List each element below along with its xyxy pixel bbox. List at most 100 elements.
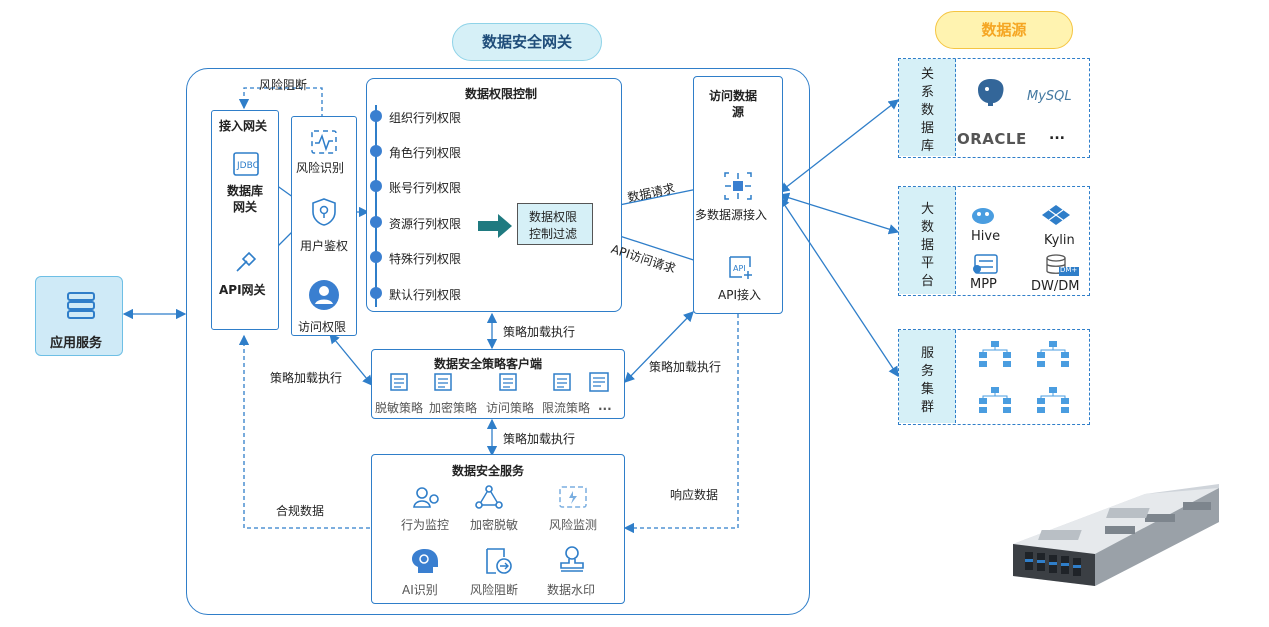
policy-exec-label-3: 策略加载执行 [649,360,722,374]
bigdata-label: 台 [921,274,935,289]
user-icon [309,280,339,310]
cluster-node-icon [979,387,1011,413]
api-icon: API [729,256,752,279]
service-item-label: 风险阻断 [470,583,519,597]
user-auth-label: 用户鉴权 [300,239,349,253]
perm-timeline [375,105,377,307]
relational-db-label: 数 [921,103,935,118]
postgresql-icon [978,79,1004,106]
api-gateway-label: API网关 [219,283,266,297]
relational-db-label: 据 [921,121,935,136]
perm-item [370,145,382,157]
service-item-label: AI识别 [402,583,438,597]
jdbc-icon: JDBC [233,152,259,176]
bigdata-label: 据 [921,238,935,253]
bigdata-box: 大 数 据 平 台 Hive Kylin MPP DM+ DW/DM [898,186,1090,296]
app-service-label: 应用服务 [50,336,103,351]
api-access-label: API接入 [718,288,761,302]
cluster-node-icon [1037,341,1069,367]
shield-icon [312,198,336,226]
risk-ident-label: 风险识别 [296,161,345,175]
doc-icon [553,373,571,391]
cluster-label: 群 [921,400,935,415]
relational-more: ... [1049,127,1065,143]
perm-item [370,180,382,192]
encrypt-mask-icon [475,485,503,509]
cluster-node-icon [1037,387,1069,413]
relational-db-label: 关 [921,67,935,82]
compliance-label: 合规数据 [276,504,325,518]
mysql-logo: MySQL [1027,89,1072,104]
auth-column-box: 风险识别 用户鉴权 访问权限 [291,116,357,336]
doc-icon [499,373,517,391]
security-service-box: 数据安全服务 行为监控 加密脱敏 风险监测 AI识别 风险阻断 数据水印 [371,454,625,604]
risk-monitor-icon [559,486,587,508]
access-perm-label: 访问权限 [298,320,347,334]
dm-badge: DM+ [1059,266,1079,276]
dwdm-label: DW/DM [1031,279,1080,294]
dm-badge-label: DM+ [1060,266,1078,274]
access-source-box: 访问数据 源 多数据源接入 API API接入 [693,76,783,314]
gateway-container [186,68,810,615]
risk-ident-icon [311,130,337,154]
perm-filter-line1: 数据权限 [529,210,578,224]
perm-item-label: 默认行列权限 [389,288,462,302]
policy-exec-label-1: 策略加载执行 [503,325,576,339]
service-item-label: 风险监测 [549,518,598,532]
policy-exec-label-2: 策略加载执行 [270,371,343,385]
access-gateway-box: 接入网关 JDBC 数据库 网关 API网关 [211,110,279,330]
perm-item-label: 特殊行列权限 [389,252,462,266]
relational-db-label: 系 [921,85,935,100]
cluster-box: 服 务 集 群 [898,329,1090,425]
access-gateway-title: 接入网关 [219,119,268,133]
behavior-monitor-icon [413,487,439,508]
oracle-logo: ORACLE [957,130,1027,148]
ai-recognition-icon [412,549,438,573]
service-item-label: 加密脱敏 [470,518,519,532]
hive-icon [972,208,994,224]
policy-client-box: 数据安全策略客户端 脱敏策略 加密策略 访问策略 限流策略 ... [371,349,625,419]
kylin-label: Kylin [1044,233,1075,248]
perm-filter-box: 数据权限 控制过滤 [517,203,593,245]
bigdata-label-bg [899,187,956,294]
hive-label: Hive [971,229,1001,244]
svg-text:API: API [733,264,746,273]
relational-db-label-bg [899,59,956,156]
response-label: 响应数据 [670,488,719,502]
policy-exec-label-4: 策略加载执行 [503,432,576,446]
kylin-icon [1042,205,1070,225]
gateway-title: 数据安全网关 [452,23,602,61]
perm-filter-line2: 控制过滤 [529,227,578,241]
app-service-box: 应用服务 [35,276,123,356]
perm-control-title: 数据权限控制 [465,87,538,101]
policy-item-label: 限流策略 [542,401,591,415]
policy-item-label: 访问策略 [486,401,535,415]
bigdata-label: 平 [921,256,935,271]
server-hardware-image [1013,484,1219,586]
mpp-icon [973,254,998,274]
perm-item-label: 角色行列权限 [389,146,462,160]
cluster-label: 集 [921,382,935,397]
multi-source-label: 多数据源接入 [695,208,768,222]
policy-item-label: 加密策略 [429,401,478,415]
perm-item [370,287,382,299]
risk-block-icon [486,548,512,574]
service-item-label: 行为监控 [401,518,450,532]
relational-db-box: 关 系 数 据 库 MySQL ORACLE ... [898,58,1090,158]
db-gateway-label: 数据库 网关 [227,184,264,214]
doc-icon [434,373,452,391]
cluster-label: 务 [921,364,935,379]
cluster-label: 服 [921,346,935,361]
bigdata-label: 数 [921,220,935,235]
perm-item-label: 账号行列权限 [389,181,462,195]
plug-icon [236,251,257,272]
risk-block-top-label: 风险阻断 [259,78,308,92]
watermark-icon [560,546,584,572]
perm-item-label: 资源行列权限 [389,217,462,231]
perm-item [370,251,382,263]
policy-item-label: 脱敏策略 [375,401,424,415]
relational-db-label: 库 [921,139,935,154]
doc-icon [390,373,408,391]
perm-item [370,216,382,228]
perm-item [370,110,382,122]
